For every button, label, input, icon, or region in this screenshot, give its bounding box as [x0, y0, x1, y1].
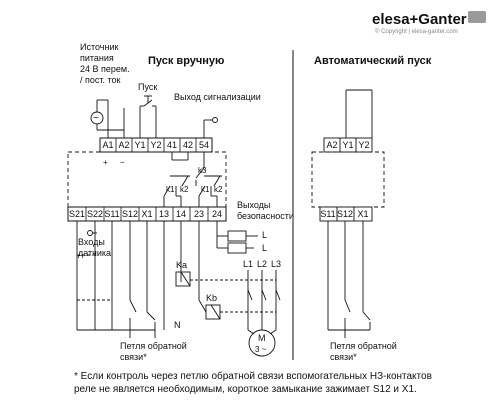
terminal-23: 23 — [194, 209, 204, 219]
feedback-wiring — [76, 221, 156, 338]
phase-L2: L2 — [257, 259, 267, 269]
heading-auto: Автоматический пуск — [314, 55, 432, 67]
phase-L3: L3 — [271, 259, 281, 269]
relay-label-k1a: k1 — [166, 185, 175, 194]
auto-terminal-S12: S12 — [337, 209, 353, 219]
terminal-41: 41 — [167, 140, 177, 150]
svg-text:Петля обратной: Петля обратной — [330, 341, 397, 351]
terminal-54: 54 — [199, 140, 209, 150]
svg-text:Петля обратной: Петля обратной — [120, 341, 187, 351]
svg-text:24 В перем.: 24 В перем. — [80, 64, 130, 74]
svg-text:~: ~ — [93, 113, 99, 124]
terminal-S11: S11 — [104, 209, 119, 219]
feedback-loop-label-auto: Петля обратной связи* — [330, 341, 397, 362]
brand-name: elesa+Ganter — [372, 11, 467, 28]
svg-text:* Если контроль через петлю об: * Если контроль через петлю обратной свя… — [74, 370, 432, 382]
auto-terminal-S11: S11 — [320, 209, 335, 219]
contactor-Kb: Kb — [206, 293, 217, 303]
terminal-24: 24 — [212, 209, 222, 219]
internal-relay-contacts — [163, 152, 222, 207]
svg-text:реле не является необходимым,: реле не является необходимым, короткое з… — [74, 383, 417, 395]
ac-source-icon: ~ — [90, 111, 104, 125]
brand-badge-icon — [468, 11, 486, 23]
svg-text:/ пост. ток: / пост. ток — [80, 75, 121, 85]
svg-text:связи*: связи* — [120, 352, 147, 362]
phase-L1: L1 — [243, 259, 253, 269]
auto-terminal-Y1: Y1 — [342, 140, 353, 150]
auto-terminal-A2: A2 — [326, 140, 337, 150]
svg-text:Источник: Источник — [80, 42, 118, 52]
motor-phase-label: 3 ~ — [255, 345, 267, 354]
relay-module-auto — [311, 89, 385, 338]
terminal-14: 14 — [176, 209, 186, 219]
terminal-Y2: Y2 — [150, 140, 161, 150]
relay-label-k3: k3 — [198, 166, 207, 175]
terminal-A1: A1 — [102, 140, 113, 150]
svg-text:датчика: датчика — [78, 248, 111, 258]
relay-module-manual: A1 A2 Y1 Y2 41 42 54 S21 S22 S11 S12 X1 … — [67, 137, 227, 222]
contactor-Ka: Ka — [176, 260, 187, 270]
sensor-inputs-label: Входы датчика — [78, 230, 111, 258]
terminal-42: 42 — [183, 140, 193, 150]
svg-text:безопасности: безопасности — [237, 211, 294, 221]
feedback-loop-label-manual: Петля обратной связи* — [120, 341, 187, 362]
power-source-label: Источник питания 24 В перем. / пост. ток — [80, 42, 130, 85]
relay-label-k2a: k2 — [180, 185, 189, 194]
safety-outputs-label: Выходы безопасности — [237, 200, 294, 221]
load-label: L — [262, 230, 267, 240]
svg-text:питания: питания — [80, 53, 114, 63]
heading-manual: Пуск вручную — [148, 55, 224, 67]
terminal-Y1: Y1 — [134, 140, 145, 150]
relay-label-k1b: k1 — [201, 185, 210, 194]
supply-wiring — [96, 95, 218, 138]
output-circuit — [163, 221, 281, 357]
terminal-S22: S22 — [87, 209, 103, 219]
motor-label: M — [258, 333, 266, 343]
neutral-label: N — [174, 320, 181, 330]
auto-terminal-Y2: Y2 — [358, 140, 369, 150]
relay-label-k2b: k2 — [214, 185, 223, 194]
start-label: Пуск — [138, 82, 157, 92]
auto-terminal-X1: X1 — [357, 209, 368, 219]
terminal-X1: X1 — [141, 209, 152, 219]
polarity-minus: − — [120, 158, 125, 167]
terminal-13: 13 — [159, 209, 169, 219]
terminal-S21: S21 — [69, 209, 85, 219]
terminal-A2: A2 — [118, 140, 129, 150]
svg-text:связи*: связи* — [330, 352, 357, 362]
polarity-plus: + — [103, 158, 108, 167]
footnote: * Если контроль через петлю обратной свя… — [74, 370, 432, 395]
brand-copyright: © Copyright | elesa-ganter.com — [375, 28, 458, 35]
load-label-2: L — [262, 243, 267, 253]
svg-text:Входы: Входы — [78, 237, 105, 247]
svg-text:Выходы: Выходы — [237, 200, 270, 210]
terminal-S12: S12 — [122, 209, 138, 219]
brand-logo: elesa+Ganter © Copyright | elesa-ganter.… — [372, 11, 486, 35]
signal-output-label: Выход сигнализации — [174, 92, 261, 102]
